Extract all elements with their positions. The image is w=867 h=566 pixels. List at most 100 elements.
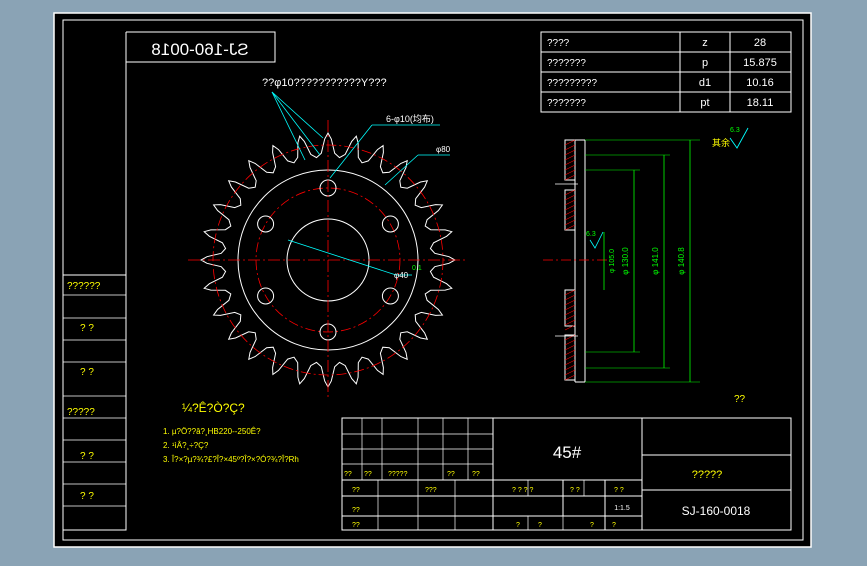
left-revision-strip: ??????? ?? ??????? ?? ? xyxy=(62,274,127,531)
hatch-line xyxy=(564,214,576,221)
bolt-hole xyxy=(257,215,275,233)
part-name-label: ????? xyxy=(692,469,723,481)
inner-diameter-label: φ40 xyxy=(394,271,409,280)
sprocket-front-view xyxy=(188,120,468,400)
dim-label-2: φ 141.0 xyxy=(651,247,660,275)
hatch-line xyxy=(564,339,576,346)
hole-pattern-label: 6-φ10(均布) xyxy=(386,113,434,124)
hatch-line xyxy=(564,139,576,146)
hatch-line xyxy=(564,169,576,176)
tech-note-1: 1. µ?Ö??â?¸HB220--250Ê? xyxy=(163,427,261,436)
bolt-hole xyxy=(381,215,399,233)
hatch-line xyxy=(564,154,576,161)
bolt-hole xyxy=(381,287,399,305)
hatch-line xyxy=(564,354,576,361)
mid-label: ? ? xyxy=(614,487,624,494)
hatch-line xyxy=(564,224,576,231)
tech-note-3: 3. Î?×?µ?¾?£?Î?×45º?Î?×?Ó?¾?Î?Rh xyxy=(163,455,299,464)
left-strip-label: ? ? xyxy=(80,491,94,502)
hatch-line xyxy=(564,369,576,376)
hatch-line xyxy=(564,344,576,351)
tech-note-2: 2. ¹ìÂ?¸÷?Ç? xyxy=(163,441,209,450)
hatch-line xyxy=(564,204,576,211)
hatch-line xyxy=(564,304,576,311)
drawing-number-label: SJ-160-0018 xyxy=(682,504,751,518)
hatch-line xyxy=(564,359,576,366)
hatch-line xyxy=(564,194,576,201)
param-label: ??????? xyxy=(547,98,586,109)
drawing-sheet xyxy=(53,12,812,548)
hatch-line xyxy=(564,349,576,356)
param-symbol: p xyxy=(702,57,708,69)
small-roughness-value: 6.3 xyxy=(586,231,596,238)
side-view-note: ?? xyxy=(734,394,746,405)
param-label: ????????? xyxy=(547,78,597,89)
title-row-label: ?? xyxy=(344,471,352,478)
bottom-label: ? xyxy=(612,522,616,529)
dim-label-4: φ 105.0 xyxy=(609,249,616,273)
hole-note: ??φ10???????????Y??? xyxy=(262,77,387,89)
hatch-line xyxy=(564,219,576,226)
left-strip-label: ? ? xyxy=(80,323,94,334)
diameter-label: φ80 xyxy=(436,145,451,154)
hatch-line xyxy=(564,289,576,296)
title-row-label: ?? xyxy=(364,471,372,478)
title-row-label: ?? xyxy=(447,471,455,478)
hatch-line xyxy=(564,149,576,156)
tech-notes-title: ¼?Ê?Ò?Ç? xyxy=(182,400,245,415)
tolerance-label: 0.1 xyxy=(412,265,422,272)
sign-label: ?? xyxy=(352,487,360,494)
hatch-line xyxy=(564,174,576,181)
left-strip-label: ? ? xyxy=(80,367,94,378)
roughness-value: 6.3 xyxy=(730,127,740,134)
sprocket-side-view xyxy=(543,139,608,383)
param-value: 15.875 xyxy=(743,57,777,69)
hatch-line xyxy=(564,159,576,166)
param-label: ???? xyxy=(547,38,570,49)
hatch-line xyxy=(564,199,576,206)
hatch-line xyxy=(564,144,576,151)
hatch-line xyxy=(564,294,576,301)
hatch-line xyxy=(564,374,576,381)
param-value: 18.11 xyxy=(747,97,774,109)
sign-label: ??? xyxy=(425,487,437,494)
hatch-line xyxy=(564,319,576,326)
sign-label: ?? xyxy=(352,507,360,514)
hatch-line xyxy=(564,314,576,321)
left-strip-label: ????? xyxy=(67,407,95,418)
mid-label: ? ? ? ? xyxy=(512,487,534,494)
hatch-line xyxy=(564,209,576,216)
roughness-rest-label: 其余 xyxy=(712,137,730,148)
param-symbol: pt xyxy=(700,97,709,109)
bottom-label: ? xyxy=(538,522,542,529)
side-view-dimensions: φ 140.8 φ 141.0 φ 130.0 φ 105.0 6.3 6.3 … xyxy=(585,127,749,405)
mirrored-drawing-number: SJ-160-0018 xyxy=(151,40,248,59)
hatch-line xyxy=(564,324,576,331)
hatch-line xyxy=(564,364,576,371)
hatch-line xyxy=(564,164,576,171)
scale-label: 1:1.5 xyxy=(614,505,630,512)
bolt-hole xyxy=(257,287,275,305)
hatch-line xyxy=(564,189,576,196)
material-label: 45# xyxy=(553,443,582,462)
bottom-label: ? xyxy=(516,522,520,529)
small-roughness-icon xyxy=(589,231,604,249)
bottom-label: ? xyxy=(590,522,594,529)
param-symbol: z xyxy=(702,37,708,49)
title-row-label: ????? xyxy=(388,471,408,478)
dim-label-3: φ 130.0 xyxy=(621,247,630,275)
left-strip-label: ?????? xyxy=(67,281,101,292)
param-value: 28 xyxy=(754,37,766,49)
param-label: ??????? xyxy=(547,58,586,69)
dim-label-1: φ 140.8 xyxy=(677,247,686,275)
title-row-label: ?? xyxy=(472,471,480,478)
roughness-symbol-icon xyxy=(729,127,749,149)
gear-outline xyxy=(199,131,457,389)
hatch-line xyxy=(564,299,576,306)
title-block: 45# ????? SJ-160-0018 1:1.5 ????????????… xyxy=(341,417,792,531)
front-view-annotations: ??φ10???????????Y??? 6-φ10(均布) φ80 φ40 0… xyxy=(262,77,451,280)
param-symbol: d1 xyxy=(699,77,711,89)
